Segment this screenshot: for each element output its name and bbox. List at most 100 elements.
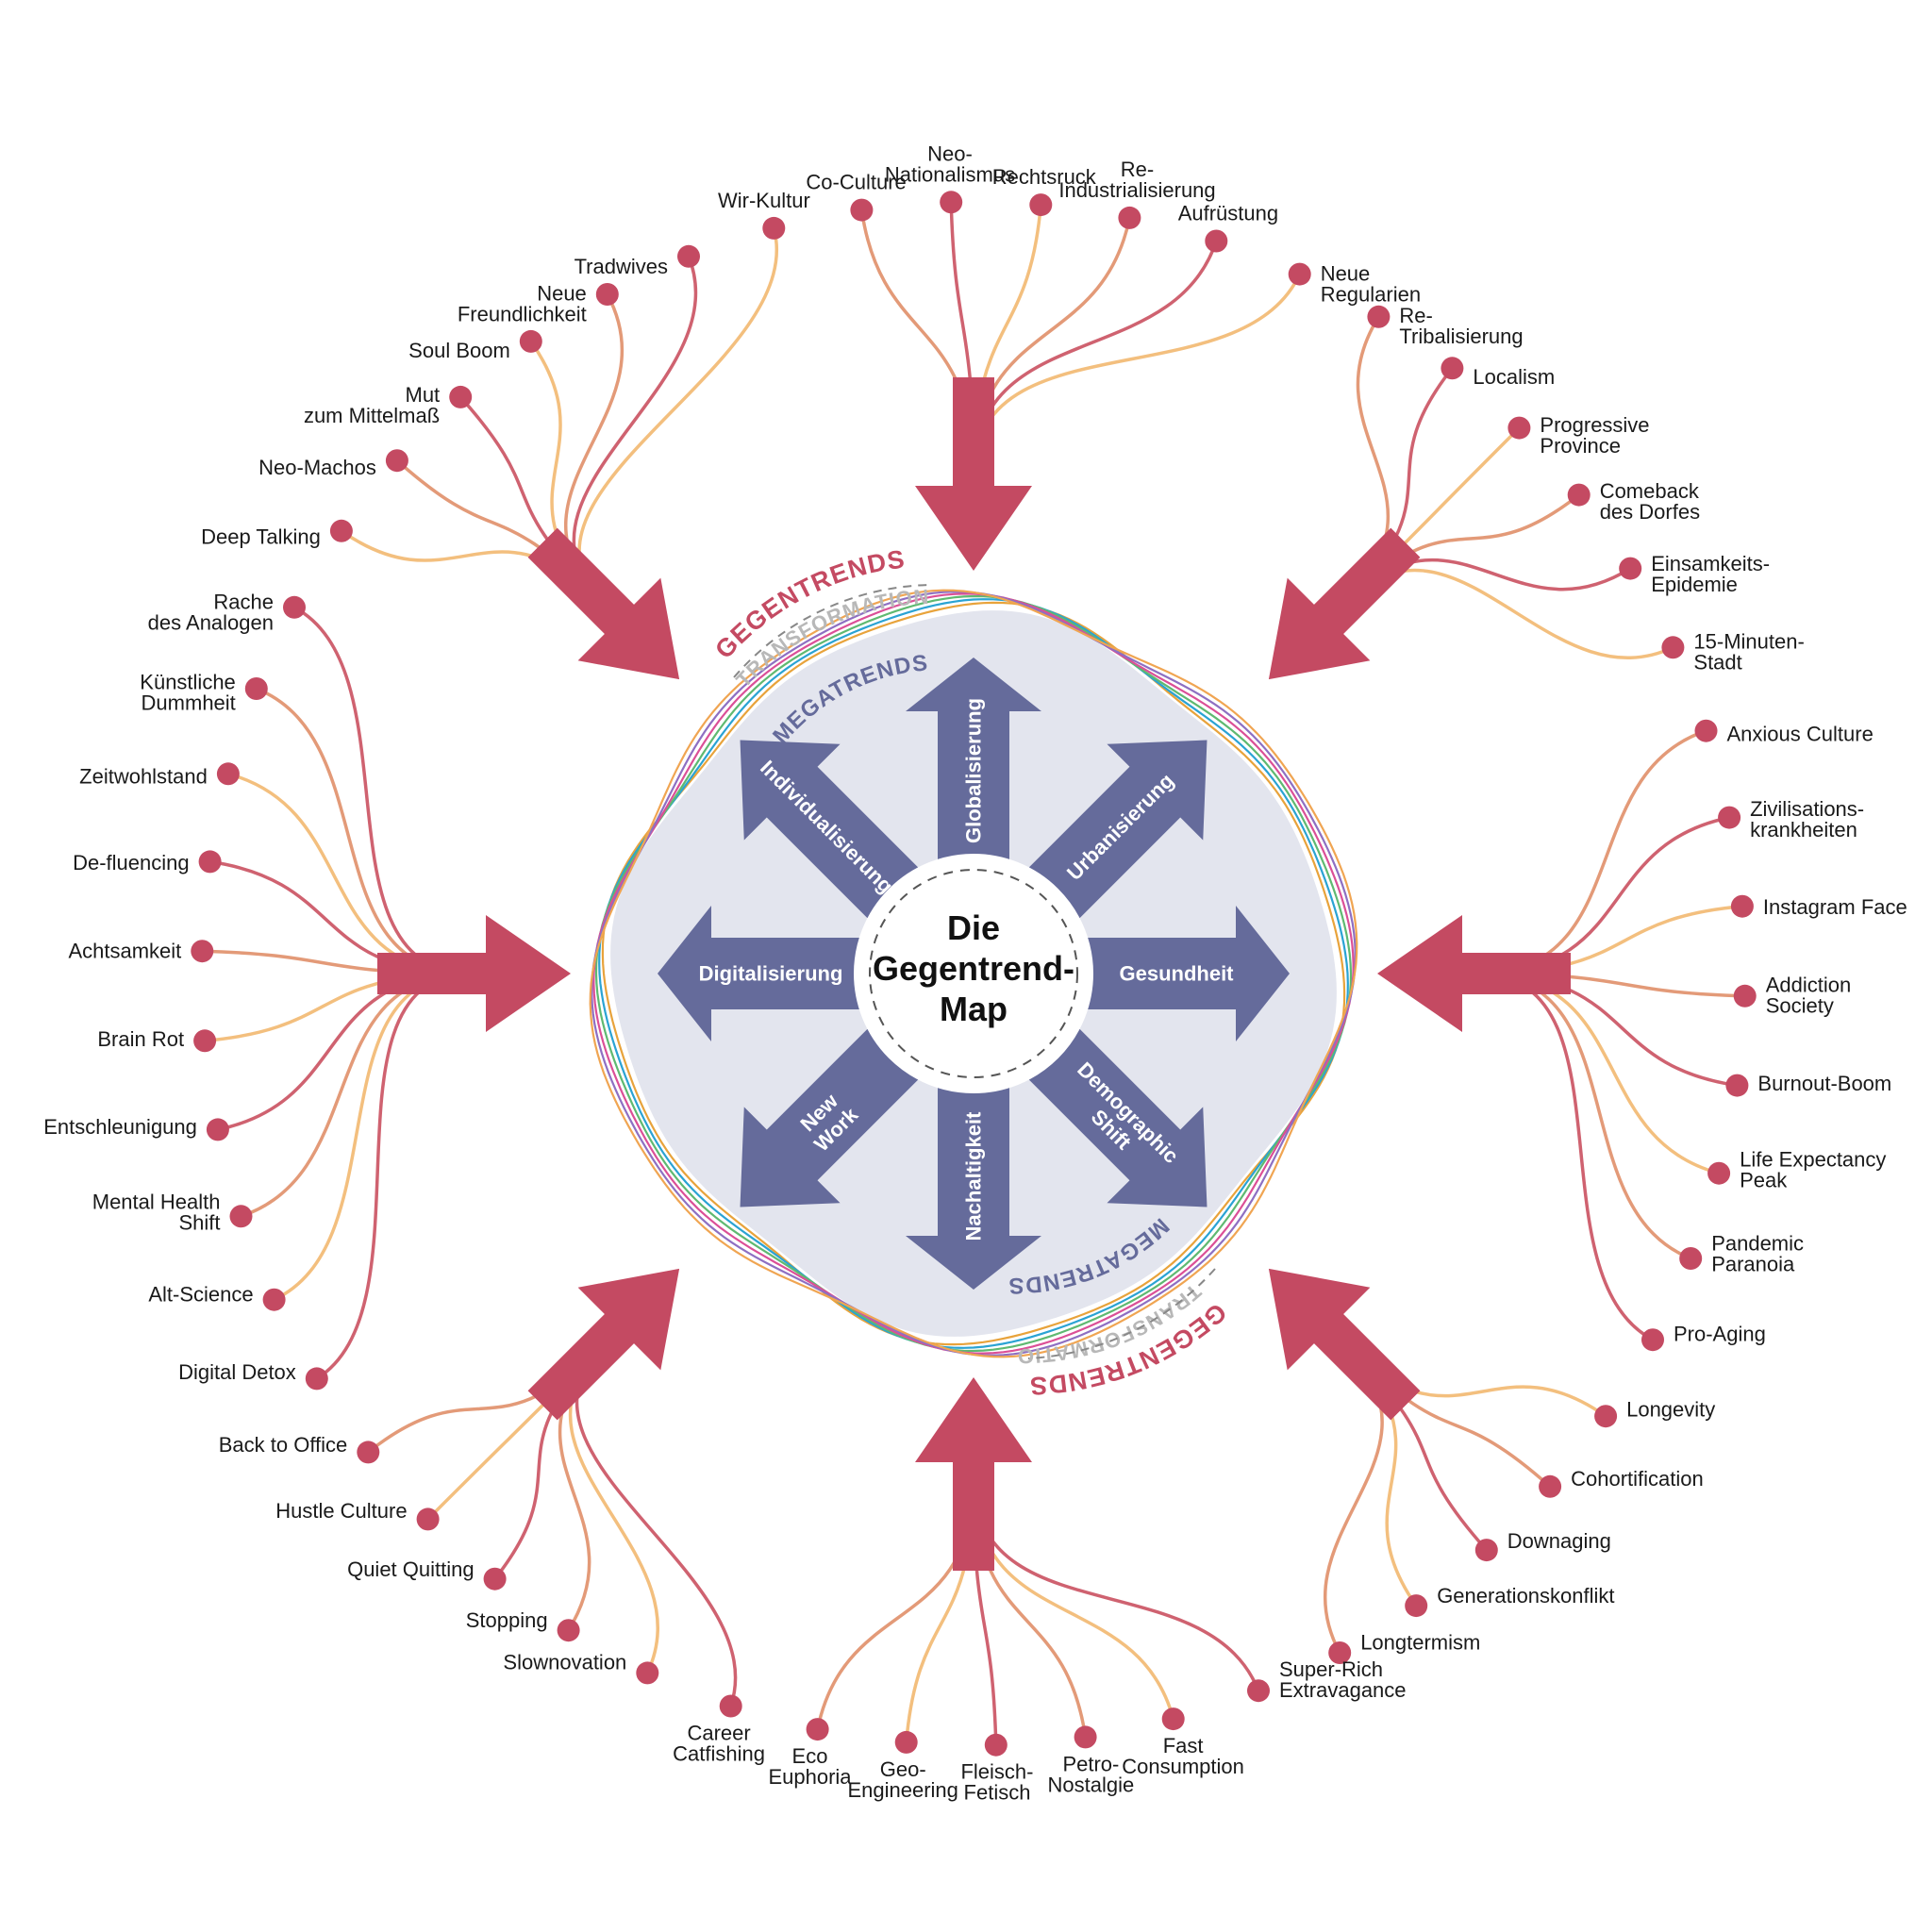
countertrend-tradwives[interactable]: Tradwives bbox=[575, 244, 700, 278]
countertrend-aufrustung[interactable]: Aufrüstung bbox=[1178, 202, 1278, 253]
countertrend-dot[interactable] bbox=[198, 850, 222, 874]
countertrend-dot[interactable] bbox=[1718, 806, 1741, 829]
countertrend-dot[interactable] bbox=[283, 595, 306, 619]
countertrend-digital-detox[interactable]: Digital Detox bbox=[178, 1360, 328, 1391]
countertrend-quiet-quitting[interactable]: Quiet Quitting bbox=[347, 1557, 507, 1591]
countertrend-co-culture[interactable]: Co-Culture bbox=[806, 171, 907, 222]
countertrend-dot[interactable] bbox=[1507, 416, 1531, 440]
countertrend-dot[interactable] bbox=[850, 198, 874, 222]
countertrend-dot[interactable] bbox=[1161, 1707, 1185, 1731]
countertrend-einsamkeits-epidemie[interactable]: Einsamkeits-Epidemie bbox=[1619, 552, 1770, 596]
countertrend-stopping[interactable]: Stopping bbox=[466, 1608, 580, 1642]
countertrend-dot[interactable] bbox=[244, 677, 268, 700]
countertrend-dot[interactable] bbox=[519, 329, 542, 353]
countertrend-rechtsruck[interactable]: Rechtsruck bbox=[992, 165, 1097, 217]
countertrend-dot[interactable] bbox=[940, 191, 963, 214]
countertrend-dot[interactable] bbox=[636, 1661, 659, 1685]
countertrend-dot[interactable] bbox=[1641, 1328, 1664, 1352]
countertrend-dot[interactable] bbox=[1441, 357, 1464, 380]
countertrend-dot[interactable] bbox=[595, 283, 619, 306]
countertrend-geo-engineering[interactable]: Geo-Engineering bbox=[847, 1730, 958, 1802]
countertrend-dot[interactable] bbox=[1619, 557, 1642, 580]
countertrend-dot[interactable] bbox=[557, 1619, 580, 1642]
countertrend-dot[interactable] bbox=[762, 216, 786, 240]
countertrend-zivilisations-krankheiten[interactable]: Zivilisations-krankheiten bbox=[1718, 797, 1864, 841]
countertrend-dot[interactable] bbox=[1205, 229, 1228, 253]
countertrend-dot[interactable] bbox=[1725, 1074, 1749, 1097]
countertrend-dot[interactable] bbox=[1707, 1161, 1731, 1185]
countertrend-dot[interactable] bbox=[1328, 1641, 1352, 1664]
countertrend-dot[interactable] bbox=[216, 762, 240, 786]
countertrend-dot[interactable] bbox=[357, 1441, 380, 1464]
countertrend-dot[interactable] bbox=[416, 1507, 440, 1531]
countertrend-dot[interactable] bbox=[1288, 262, 1311, 286]
countertrend-dot[interactable] bbox=[1074, 1725, 1097, 1749]
countertrend-pro-aging[interactable]: Pro-Aging bbox=[1641, 1323, 1766, 1352]
countertrend-dot[interactable] bbox=[677, 244, 700, 268]
countertrend-dot[interactable] bbox=[329, 519, 353, 542]
countertrend-dot[interactable] bbox=[894, 1730, 918, 1754]
countertrend-wir-kultur[interactable]: Wir-Kultur bbox=[718, 189, 810, 240]
countertrend-dot[interactable] bbox=[191, 940, 214, 963]
countertrend-soul-boom[interactable]: Soul Boom bbox=[408, 329, 542, 362]
countertrend-cohortification[interactable]: Cohortification bbox=[1539, 1467, 1704, 1498]
countertrend-dot[interactable] bbox=[262, 1288, 286, 1311]
countertrend-longevity[interactable]: Longevity bbox=[1594, 1397, 1715, 1428]
countertrend-neo-nationalismus[interactable]: Neo-Nationalismus bbox=[885, 142, 1015, 214]
countertrend-petro-nostalgie[interactable]: Petro-Nostalgie bbox=[1048, 1725, 1135, 1796]
countertrend-longtermism[interactable]: Longtermism bbox=[1328, 1630, 1480, 1664]
countertrend-localism[interactable]: Localism bbox=[1441, 357, 1555, 389]
countertrend-hustle-culture[interactable]: Hustle Culture bbox=[275, 1499, 440, 1531]
countertrend-dot[interactable] bbox=[1733, 984, 1757, 1008]
countertrend-dot[interactable] bbox=[1539, 1474, 1562, 1498]
countertrend-dot[interactable] bbox=[305, 1367, 328, 1391]
countertrend-dot[interactable] bbox=[1405, 1594, 1428, 1618]
countertrend-15-minuten-stadt[interactable]: 15-Minuten-Stadt bbox=[1661, 629, 1805, 674]
countertrend-deep-talking[interactable]: Deep Talking bbox=[201, 519, 353, 549]
countertrend-alt-science[interactable]: Alt-Science bbox=[148, 1283, 286, 1311]
countertrend-dot[interactable] bbox=[449, 385, 473, 408]
countertrend-dot[interactable] bbox=[1474, 1539, 1498, 1562]
countertrend-dot[interactable] bbox=[483, 1567, 507, 1591]
countertrend-dot[interactable] bbox=[719, 1694, 742, 1718]
countertrend-neo-machos[interactable]: Neo-Machos bbox=[258, 449, 408, 479]
countertrend-dot[interactable] bbox=[1730, 894, 1754, 918]
countertrend-dot[interactable] bbox=[1694, 719, 1718, 742]
countertrend-dot[interactable] bbox=[1367, 305, 1391, 328]
countertrend-dot[interactable] bbox=[193, 1029, 217, 1053]
countertrend-downaging[interactable]: Downaging bbox=[1474, 1529, 1611, 1562]
countertrend-dot[interactable] bbox=[229, 1205, 253, 1228]
countertrend-dot[interactable] bbox=[984, 1733, 1008, 1757]
countertrend-re-tribalisierung[interactable]: Re-Tribalisierung bbox=[1367, 304, 1524, 348]
countertrend-dot[interactable] bbox=[1118, 206, 1141, 229]
countertrend-brain-rot[interactable]: Brain Rot bbox=[97, 1027, 217, 1053]
countertrend-dot[interactable] bbox=[1029, 193, 1053, 217]
countertrend-anxious-culture[interactable]: Anxious Culture bbox=[1694, 719, 1874, 746]
countertrend-generationskonflikt[interactable]: Generationskonflikt bbox=[1405, 1584, 1615, 1618]
countertrend-dot[interactable] bbox=[1567, 483, 1591, 507]
countertrend-fleisch-fetisch[interactable]: Fleisch-Fetisch bbox=[960, 1733, 1034, 1805]
countertrend-back-to-office[interactable]: Back to Office bbox=[219, 1433, 380, 1464]
countertrend-dot[interactable] bbox=[1247, 1679, 1270, 1703]
countertrend-re-industrialisierung[interactable]: Re-Industrialisierung bbox=[1058, 158, 1216, 229]
countertrend-dot[interactable] bbox=[385, 449, 408, 473]
countertrend-dot[interactable] bbox=[1661, 636, 1685, 659]
countertrend-instagram-face[interactable]: Instagram Face bbox=[1730, 894, 1907, 919]
countertrend-entschleunigung[interactable]: Entschleunigung bbox=[43, 1115, 229, 1141]
countertrend-achtsamkeit[interactable]: Achtsamkeit bbox=[68, 940, 214, 963]
countertrend-burnout-boom[interactable]: Burnout-Boom bbox=[1725, 1072, 1891, 1097]
countertrend-de-fluencing[interactable]: De-fluencing bbox=[73, 850, 222, 874]
